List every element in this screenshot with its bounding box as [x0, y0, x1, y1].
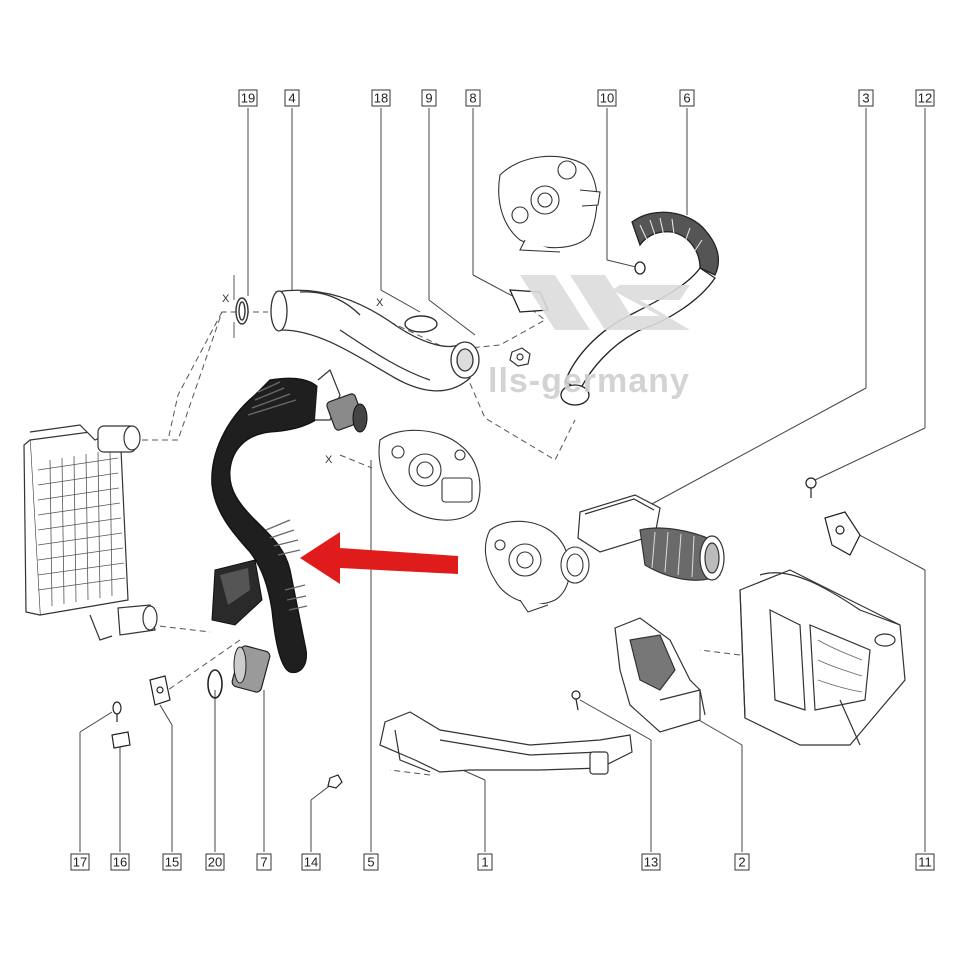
- highlight-arrow: [300, 532, 458, 584]
- callout-box: [256, 853, 272, 871]
- callout-box: [363, 853, 379, 871]
- callout-12: 12: [915, 89, 935, 107]
- intercooler: [23, 424, 158, 641]
- callout-1: 1: [477, 853, 493, 871]
- callout-5: 5: [363, 853, 379, 871]
- clip-16: [111, 731, 131, 749]
- egr-housing: [484, 520, 590, 613]
- bolt-14: [327, 774, 343, 789]
- callout-box: [734, 853, 750, 871]
- bolt-13: [571, 690, 581, 711]
- callout-number: 2: [738, 855, 745, 870]
- callout-box: [205, 853, 225, 871]
- callout-18: 18: [371, 89, 391, 107]
- callout-box: [915, 853, 935, 871]
- air-duct-3: [577, 494, 725, 581]
- callout-number: 18: [374, 91, 388, 106]
- callout-box: [641, 853, 661, 871]
- callout-4: 4: [284, 89, 300, 107]
- callout-box: [465, 89, 481, 107]
- callout-box: [679, 89, 695, 107]
- x-mark-top: X: [222, 293, 230, 305]
- callout-box: [915, 89, 935, 107]
- callout-9: 9: [421, 89, 437, 107]
- air-guide-1: [379, 711, 633, 775]
- callout-box: [238, 89, 258, 107]
- callout-box: [284, 89, 300, 107]
- callout-number: 8: [469, 91, 476, 106]
- callout-2: 2: [734, 853, 750, 871]
- resonator-2: [614, 617, 706, 733]
- watermark-logo-icon: [520, 275, 690, 330]
- bolt-12: [805, 477, 817, 498]
- callout-box: [110, 853, 130, 871]
- callout-box: [70, 853, 90, 871]
- callout-10: 10: [597, 89, 617, 107]
- callout-number: 3: [862, 91, 869, 106]
- o-ring-18: X: [376, 297, 438, 333]
- callout-11: 11: [915, 853, 935, 871]
- callout-number: 20: [208, 855, 222, 870]
- callout-number: 11: [918, 855, 932, 870]
- watermark-text: lls-germany: [488, 362, 690, 400]
- callout-6: 6: [679, 89, 695, 107]
- callout-number: 10: [600, 91, 614, 106]
- callout-box: [301, 853, 321, 871]
- callout-number: 17: [73, 855, 87, 870]
- callout-3: 3: [858, 89, 874, 107]
- callout-number: 6: [683, 91, 690, 106]
- callout-number: 13: [644, 855, 658, 870]
- callout-number: 16: [113, 855, 127, 870]
- intake-pipe-4: [270, 289, 480, 392]
- air-filter-box: [739, 569, 906, 746]
- callout-box: [162, 853, 182, 871]
- o-ring-20: [207, 669, 223, 699]
- callout-box: [597, 89, 617, 107]
- callout-number: 15: [165, 855, 179, 870]
- bracket-15: [149, 675, 171, 706]
- seal-ring-19: X: [222, 275, 249, 338]
- callout-15: 15: [162, 853, 182, 871]
- callout-8: 8: [465, 89, 481, 107]
- turbocharger-top: [498, 155, 601, 253]
- charge-air-hose-7: X: [211, 369, 368, 693]
- callout-number: 12: [918, 91, 932, 106]
- callout-number: 5: [367, 855, 374, 870]
- x-mark-mid: X: [325, 454, 333, 466]
- callout-labels: 19 4 18 9 8 10 6 3 12 17 16 15 20 7 14 5 1 13 2 11: [70, 89, 935, 871]
- callout-19: 19: [238, 89, 258, 107]
- callout-16: 16: [110, 853, 130, 871]
- callout-number: 4: [288, 91, 295, 106]
- x-mark-upper: X: [376, 297, 384, 309]
- bracket-11: [824, 511, 861, 556]
- callout-number: 9: [425, 91, 432, 106]
- callout-box: [477, 853, 493, 871]
- callout-13: 13: [641, 853, 661, 871]
- dashed-connection-lines: [142, 299, 741, 776]
- callout-number: 7: [260, 855, 267, 870]
- callout-number: 1: [481, 855, 488, 870]
- nut-9: [509, 347, 531, 367]
- callout-box: [371, 89, 391, 107]
- pin-17: [112, 701, 122, 722]
- watermark: lls-germany: [488, 275, 690, 400]
- callout-box: [858, 89, 874, 107]
- callout-box: [421, 89, 437, 107]
- callout-20: 20: [205, 853, 225, 871]
- callout-number: 14: [304, 855, 318, 870]
- callout-number: 19: [241, 91, 255, 106]
- callout-17: 17: [70, 853, 90, 871]
- callout-14: 14: [301, 853, 321, 871]
- callout-7: 7: [256, 853, 272, 871]
- throttle-housing-5: [378, 429, 481, 521]
